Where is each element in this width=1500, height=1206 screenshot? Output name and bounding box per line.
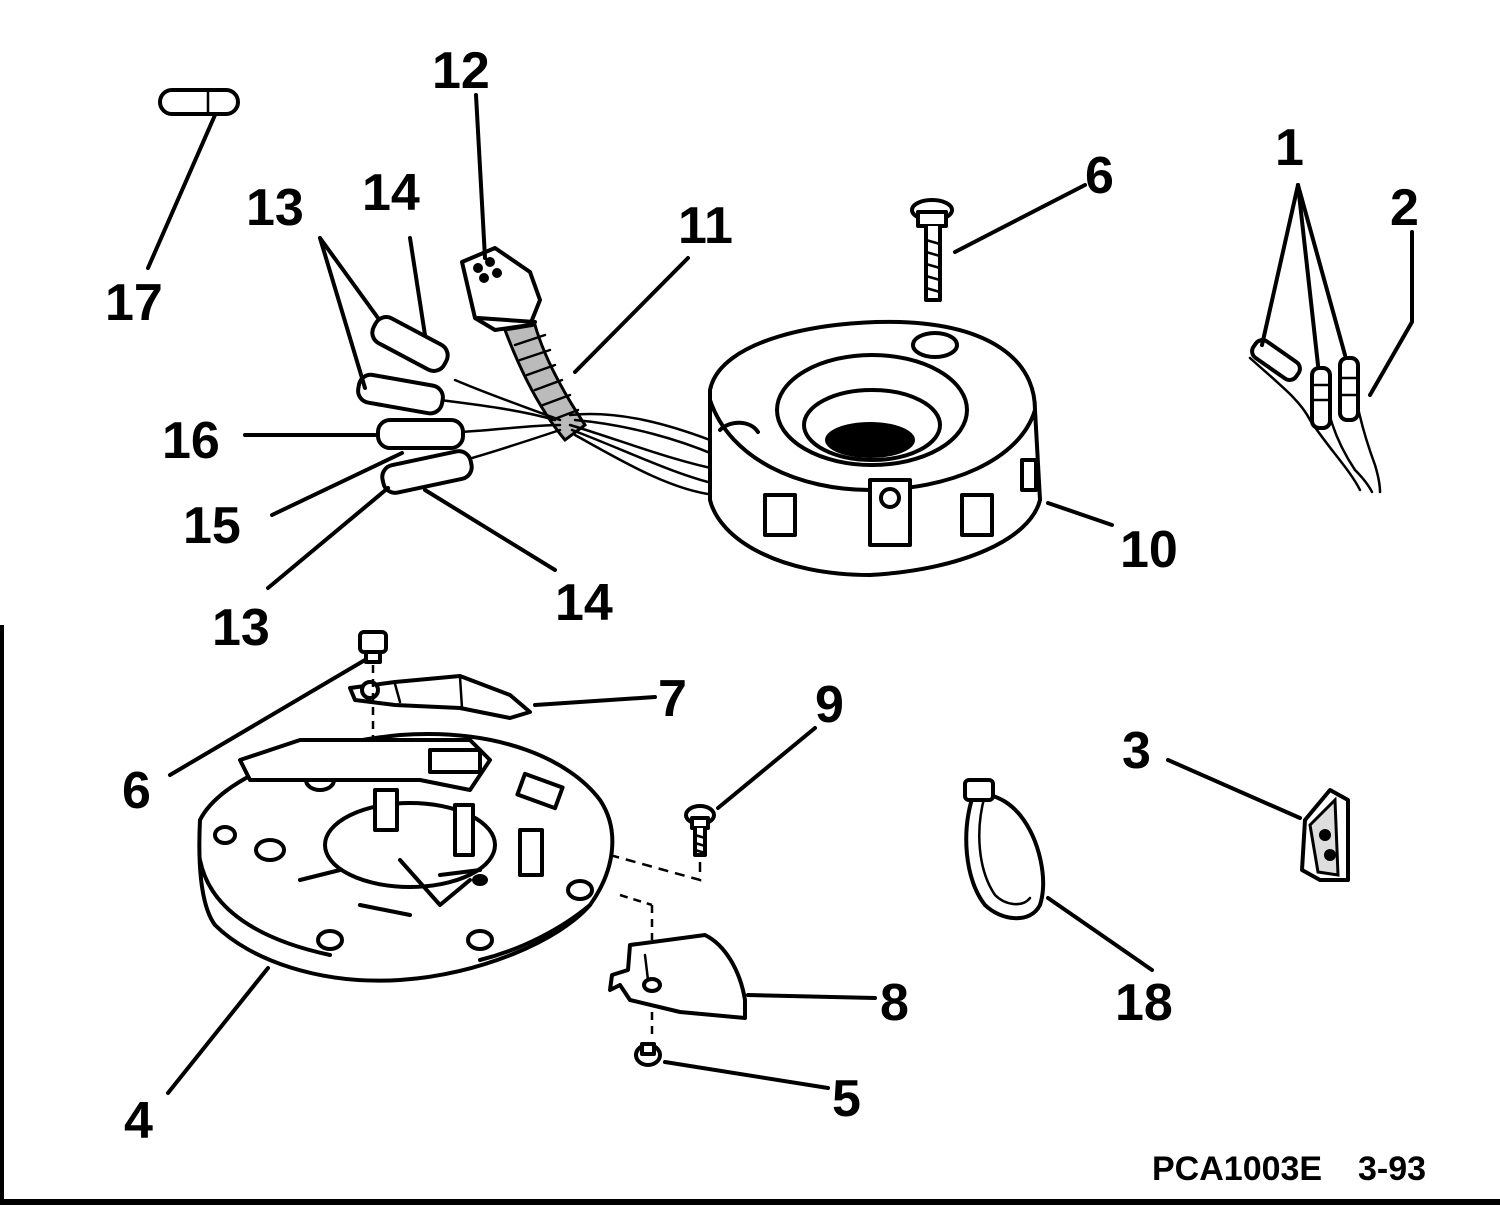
part-9-screw: [609, 804, 716, 882]
figure-code: PCA1003E: [1152, 1150, 1322, 1188]
part-6-screw-lower: [358, 630, 388, 760]
callout-13-lower: 13: [212, 599, 270, 657]
callout-3: 3: [1122, 722, 1151, 780]
part-6-bolt-top: [910, 198, 954, 302]
callout-10: 10: [1120, 521, 1178, 579]
callout-labels: 1 2 3 4 5 6 6 7 8 9 10 11 12 13 13 14 14…: [105, 42, 1419, 1150]
part-17-pin: [158, 88, 240, 116]
callout-16: 16: [162, 412, 220, 470]
part-4-base-plate: [197, 732, 615, 983]
callout-17: 17: [105, 274, 163, 332]
part-18-strap: [963, 778, 1045, 921]
callout-6-lower: 6: [122, 762, 151, 820]
callout-9: 9: [815, 676, 844, 734]
callout-12: 12: [432, 42, 490, 100]
callout-14-top: 14: [362, 164, 420, 222]
callout-14-lower: 14: [555, 574, 613, 632]
leader-lines: [146, 93, 1414, 1095]
part-11-harness: [502, 323, 722, 497]
part-12-connector: [460, 246, 542, 332]
part-3-clip: [1300, 788, 1350, 882]
callout-4: 4: [124, 1092, 153, 1150]
part-1-terminals: [1248, 338, 1382, 494]
part-8-cover: [608, 893, 747, 1040]
callout-7: 7: [658, 670, 687, 728]
part-5-screw: [634, 1042, 662, 1067]
callout-1: 1: [1275, 119, 1304, 177]
callout-15: 15: [183, 497, 241, 555]
callout-11: 11: [678, 197, 733, 255]
callout-18: 18: [1115, 974, 1173, 1032]
callout-2: 2: [1390, 179, 1419, 237]
part-7-plate: [348, 674, 532, 720]
page-edges: [0, 625, 1500, 1205]
callout-13-top: 13: [246, 179, 304, 237]
callout-5: 5: [832, 1070, 861, 1128]
part-10-stator: [708, 319, 1042, 577]
figure-date: 3-93: [1358, 1150, 1426, 1188]
wire-leads: [356, 315, 562, 495]
footer: PCA1003E 3-93: [1152, 1150, 1426, 1188]
callout-8: 8: [880, 974, 909, 1032]
callout-6-top: 6: [1085, 147, 1114, 205]
